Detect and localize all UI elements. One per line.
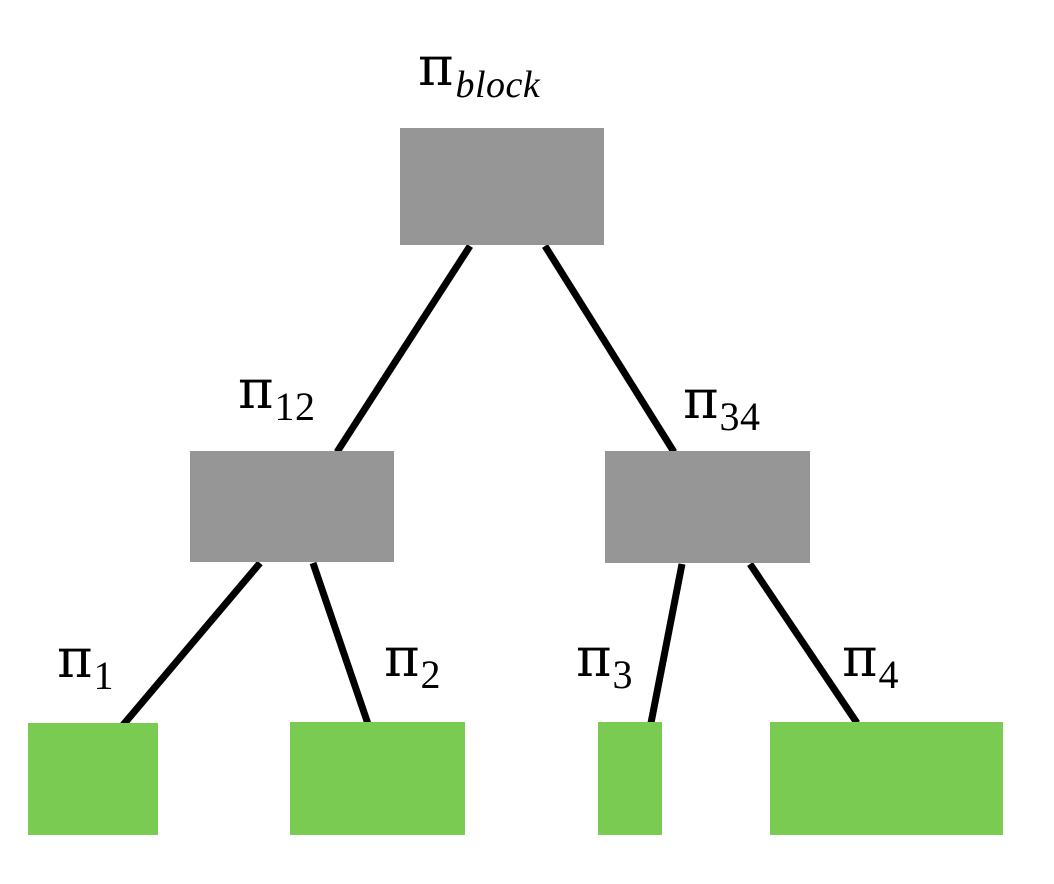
node-label-subscript-pi34: 34 [719, 394, 761, 439]
tree-edge-root-to-pi34 [542, 244, 677, 454]
node-label-pi1: π1 [57, 632, 114, 696]
node-label-root: πblock [418, 40, 540, 105]
pi-symbol-icon: π [683, 368, 719, 431]
pi-symbol-icon: π [57, 627, 93, 690]
node-label-subscript-pi12: 12 [274, 384, 316, 429]
node-label-pi2: π2 [384, 631, 441, 695]
pi-symbol-icon: π [576, 626, 612, 689]
node-label-subscript-pi2: 2 [420, 652, 441, 697]
tree-node-pi3[interactable] [598, 722, 662, 835]
node-label-pi34: π34 [683, 373, 760, 437]
pi-symbol-icon: π [238, 358, 274, 421]
tree-node-pi12[interactable] [190, 451, 394, 562]
tree-edge-pi34-to-pi3 [647, 563, 686, 724]
node-label-pi3: π3 [576, 631, 633, 695]
pi-symbol-icon: π [418, 35, 454, 98]
tree-node-pi34[interactable] [605, 451, 810, 563]
tree-edge-pi34-to-pi4 [747, 562, 860, 725]
node-label-subscript-pi4: 4 [878, 652, 899, 697]
tree-node-pi1[interactable] [28, 723, 158, 835]
pi-symbol-icon: π [842, 626, 878, 689]
node-label-subscript-root: block [455, 64, 541, 106]
node-label-pi12: π12 [238, 363, 315, 427]
node-label-subscript-pi1: 1 [93, 653, 114, 698]
tree-edge-pi12-to-pi2 [309, 561, 372, 726]
pi-symbol-icon: π [384, 626, 420, 689]
tree-node-pi4[interactable] [770, 722, 1003, 835]
node-label-subscript-pi3: 3 [612, 652, 633, 697]
tree-node-root[interactable] [400, 128, 604, 245]
tree-edge-pi12-to-pi1 [120, 560, 263, 728]
tree-node-pi2[interactable] [290, 722, 465, 835]
node-label-pi4: π4 [842, 631, 899, 695]
tree-edge-root-to-pi12 [334, 244, 473, 454]
